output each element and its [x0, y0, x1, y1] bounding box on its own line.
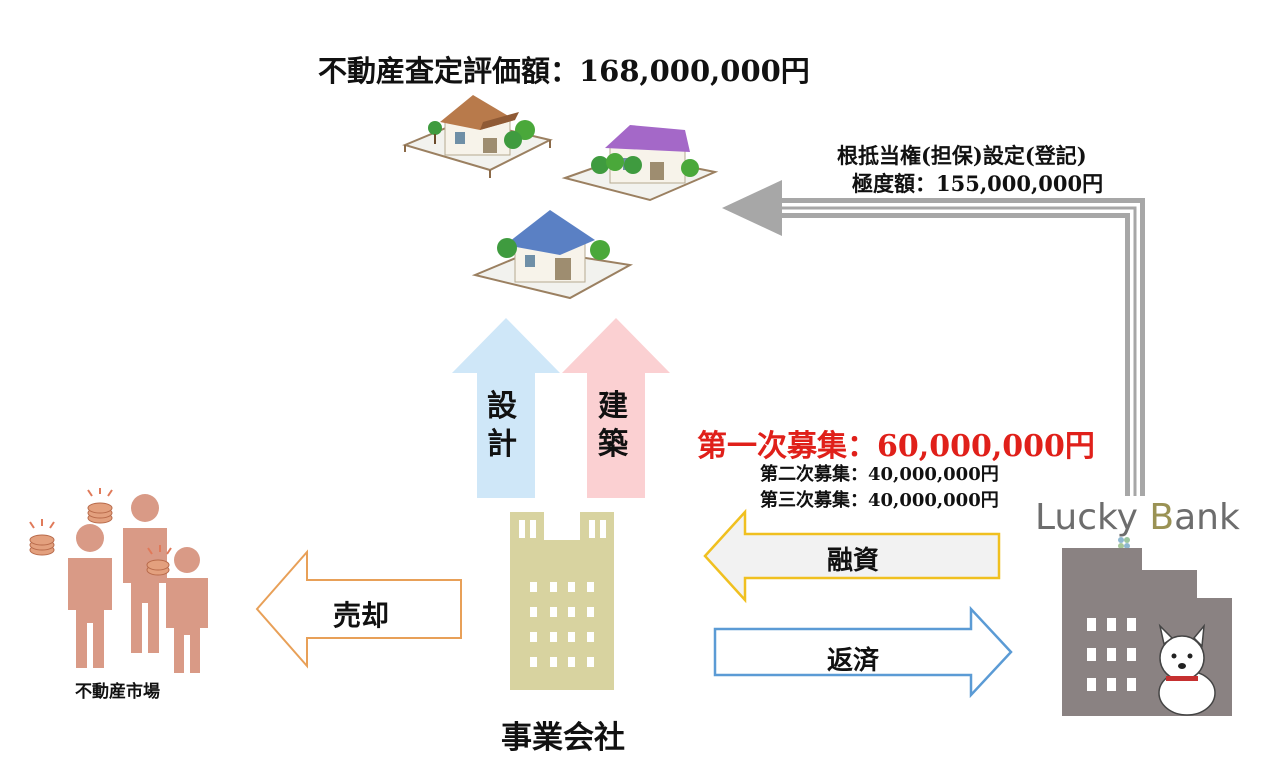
sale-arrow-label: 売却 [333, 599, 390, 632]
mortgage-setting-label: 根抵当権(担保)設定(登記) [837, 143, 1087, 168]
dog-mascot-icon [1158, 623, 1216, 716]
third-recruitment: 第三次募集：40,000,000円 [760, 490, 999, 511]
second-recruitment: 第二次募集：40,000,000円 [760, 464, 999, 485]
build-arrow [562, 318, 670, 498]
house-purple-roof [561, 125, 719, 202]
mortgage-arrow [722, 180, 1145, 496]
logo-text-ank: ank [1174, 497, 1240, 538]
market-label: 不動産市場 [75, 682, 160, 702]
design-arrow [452, 318, 560, 498]
market-people-illustration [29, 488, 208, 673]
company-building [510, 512, 614, 690]
loan-arrow [703, 508, 1001, 604]
company-label: 事業会社 [501, 720, 625, 756]
loan-arrow-label: 融資 [827, 546, 880, 576]
first-recruitment: 第一次募集：60,000,000円 [697, 429, 1095, 464]
bank-building [1062, 548, 1232, 716]
houses-illustration [402, 95, 719, 300]
house-brown-roof [402, 95, 553, 178]
logo-text-b: B [1149, 497, 1175, 538]
logo-text-lucky: Lucky [1035, 497, 1150, 538]
lucky-bank-logo: Lucky Bank [1035, 497, 1240, 538]
house-blue-roof [471, 210, 634, 300]
repay-arrow [713, 605, 1013, 699]
repay-arrow-label: 返済 [827, 646, 880, 676]
design-arrow-label: 設 計 [487, 389, 517, 462]
mortgage-limit-label: 極度額：155,000,000円 [852, 171, 1104, 196]
appraisal-title: 不動産査定評価額：168,000,000円 [318, 54, 810, 88]
coin-stack-icon [29, 502, 170, 576]
sale-arrow [255, 549, 462, 669]
clover-icon [1118, 537, 1130, 549]
build-arrow-label: 建 築 [598, 389, 628, 462]
